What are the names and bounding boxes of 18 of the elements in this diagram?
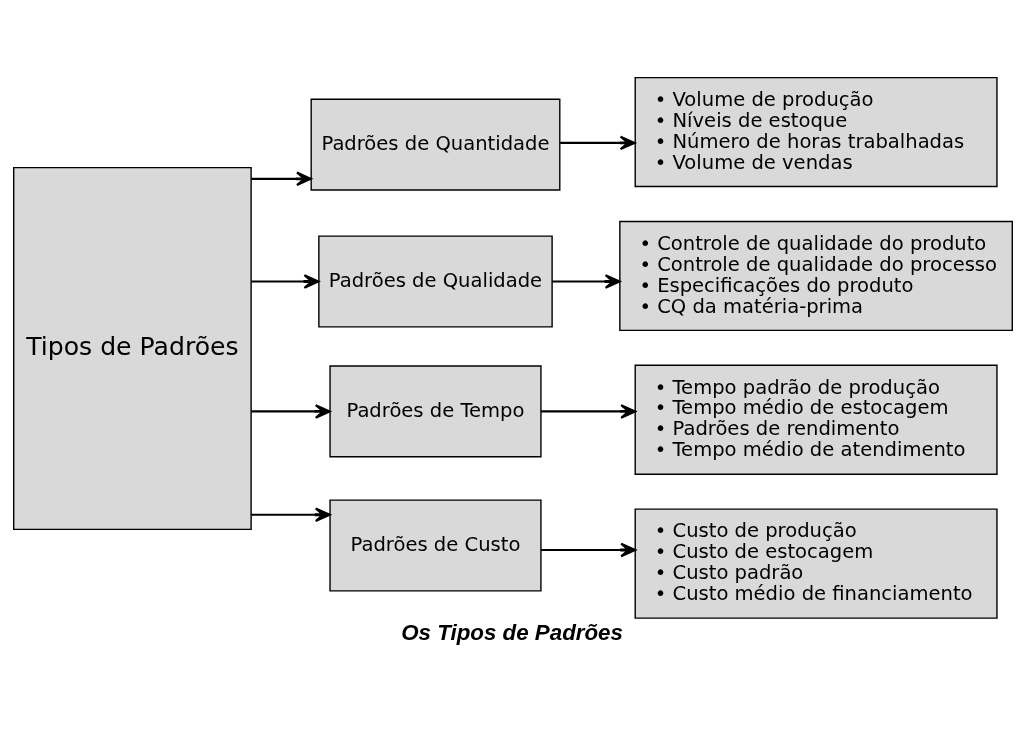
node-box: • Volume de produção • Níveis de estoque • Número de horas trabalhadas • Volume de vendas [634,76,998,187]
arrow [251,273,320,289]
arrow [541,403,637,419]
arrow [251,403,331,419]
node-box: Padrões de Tempo [329,364,542,457]
node-box: Padrões de Custo [329,498,542,592]
node-box: Padrões de Qualidade [318,234,553,328]
arrow [560,135,636,150]
arrow [251,506,331,522]
node-box: • Custo de produção • Custo de estocagem • Custo padrão • Custo médio de financiamento [634,507,998,619]
node-box: • Controle de qualidade do produto • Controle de qualidade do processo • Especificações do produto • CQ da matéria-prima [619,220,1013,331]
node-box: Tipos de Padrões [13,166,252,530]
arrow [541,542,637,557]
arrow [552,273,621,289]
caption: Os Tipos de Padrões [401,619,623,645]
arrow [251,171,312,186]
node-box: Padrões de Quantidade [310,98,561,191]
node-box: • Tempo padrão de produção • Tempo médio de estocagem • Padrões de rendimento • Tempo médio de atendimento [634,364,998,475]
